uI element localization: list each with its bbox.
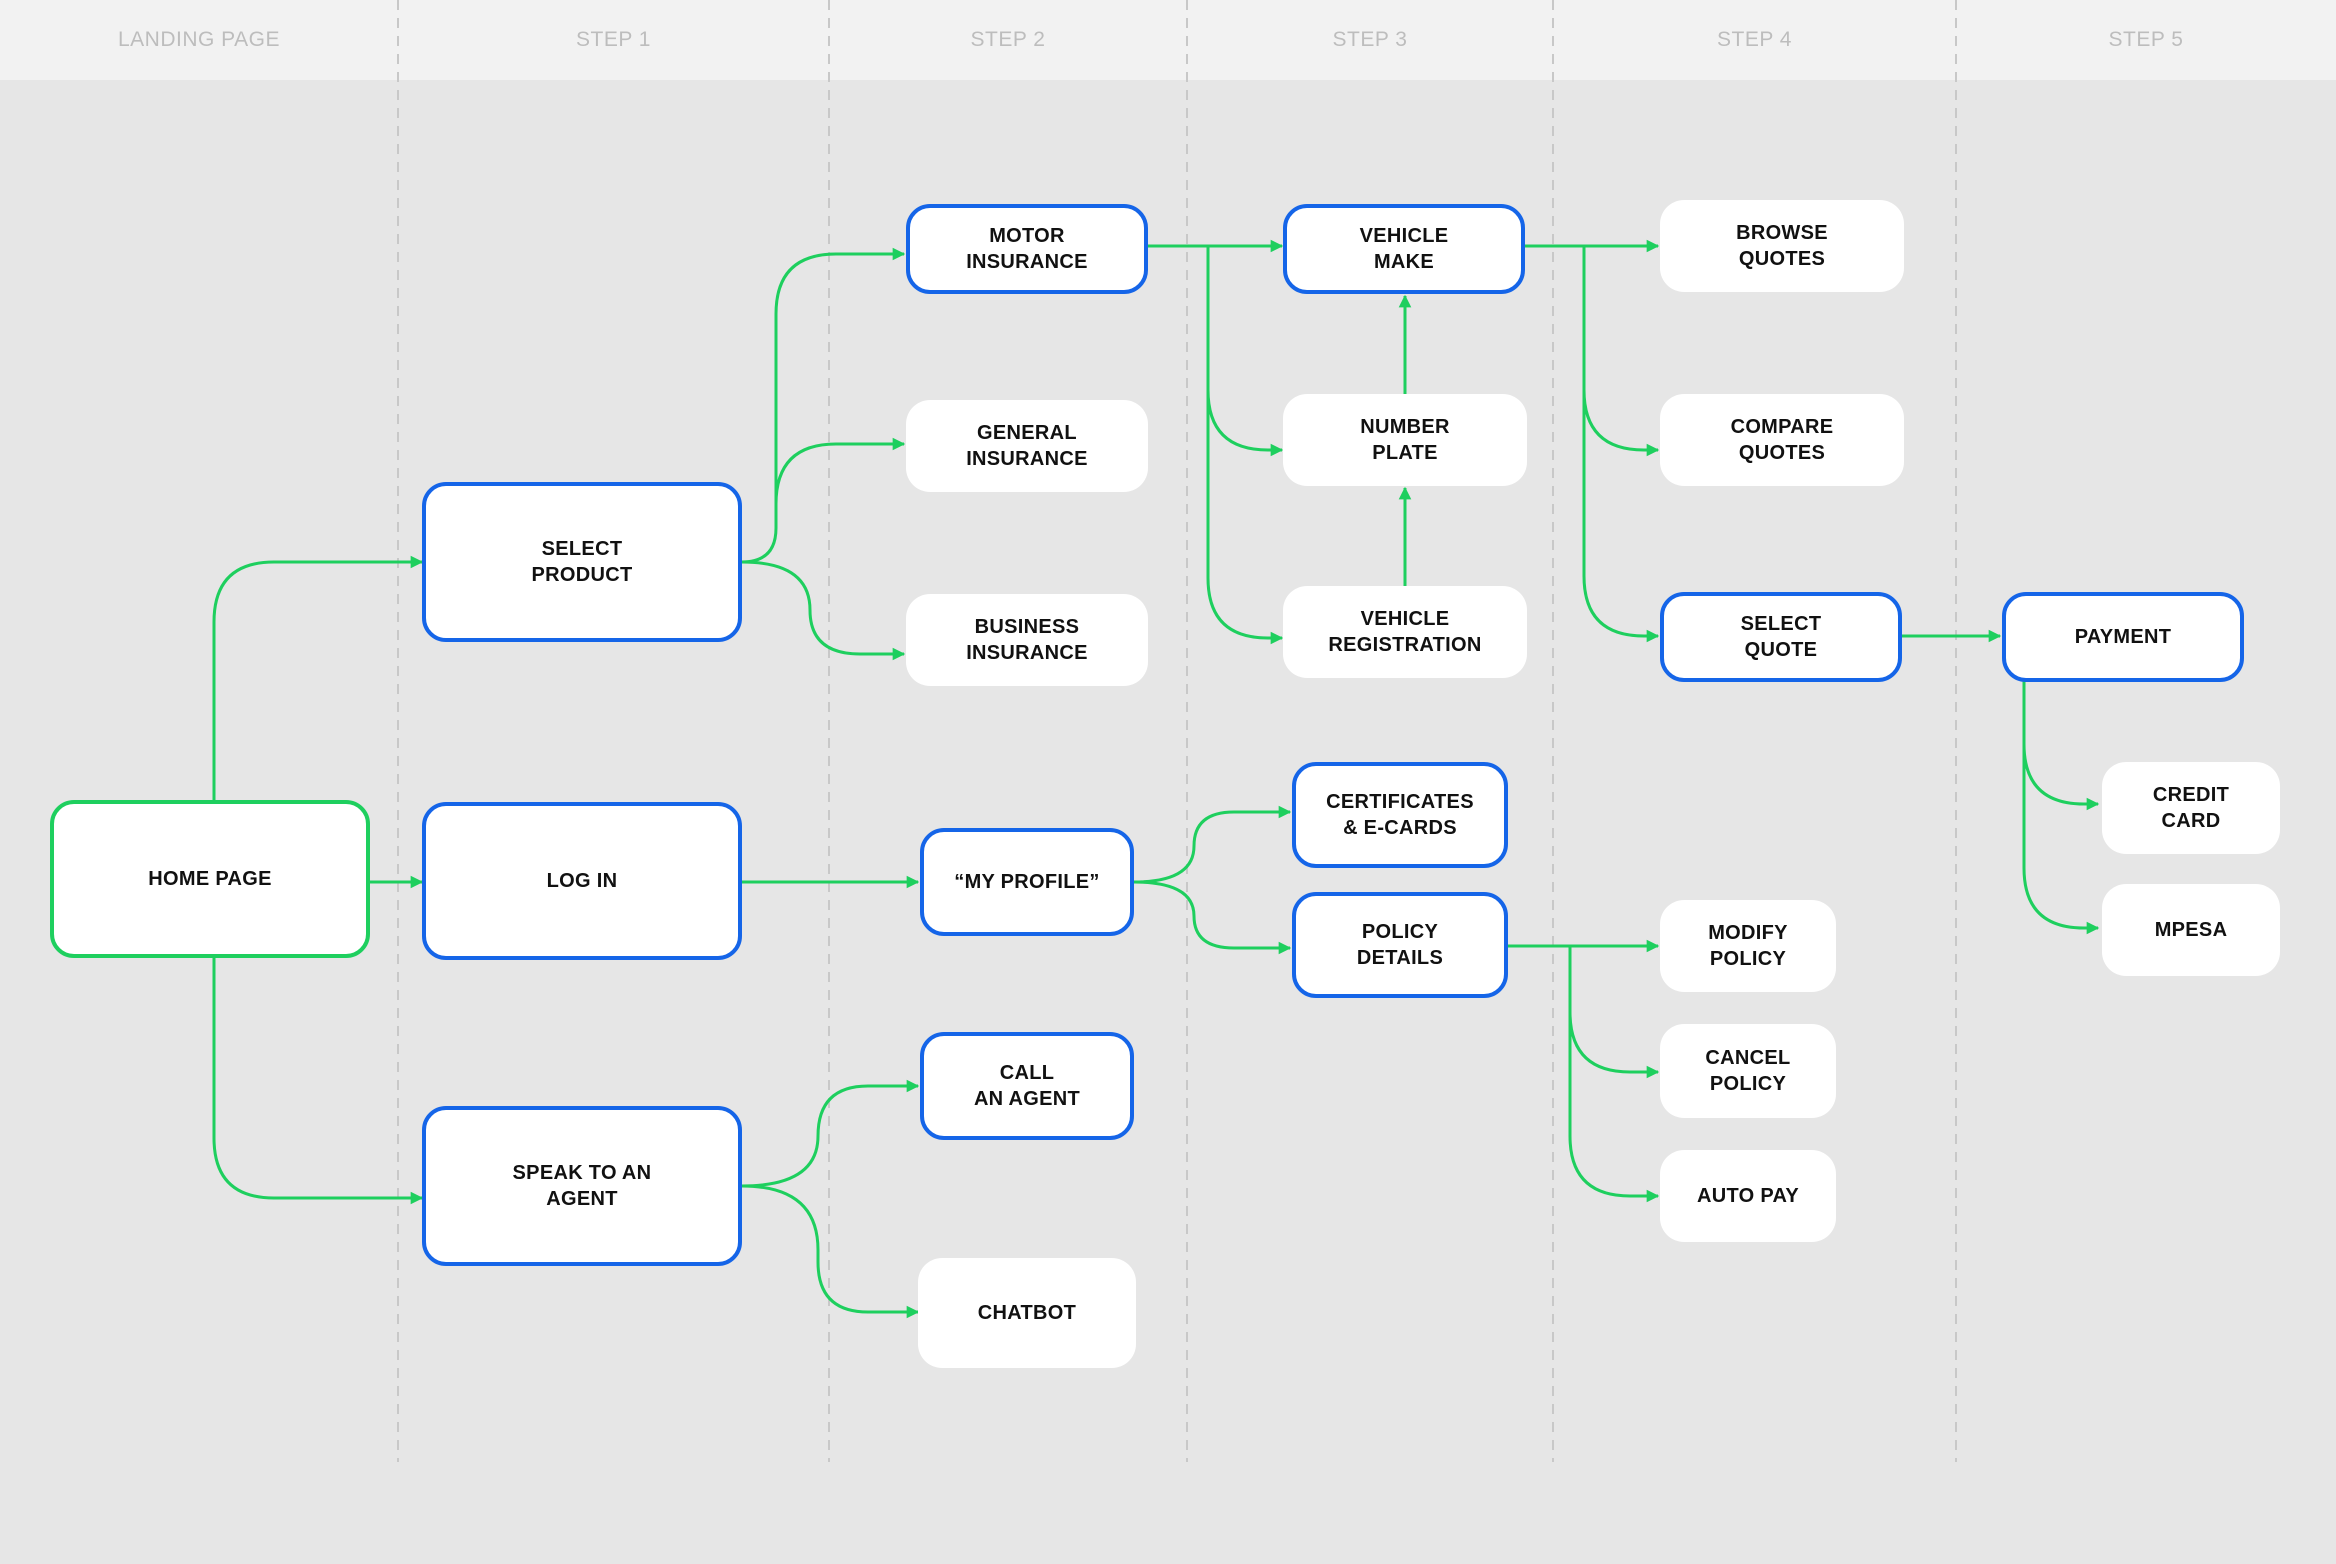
- node-compare-quotes[interactable]: COMPARE QUOTES: [1660, 394, 1904, 486]
- node-credit-card[interactable]: CREDIT CARD: [2102, 762, 2280, 854]
- node-auto-pay[interactable]: AUTO PAY: [1660, 1150, 1836, 1242]
- connector-select-product-to-motor: [741, 247, 906, 564]
- column-label-step-3: STEP 3: [1332, 28, 1408, 51]
- column-label-step-1: STEP 1: [576, 28, 651, 51]
- node-select-quote[interactable]: SELECT QUOTE: [1660, 592, 1902, 682]
- node-select-product[interactable]: SELECT PRODUCT: [422, 482, 742, 642]
- connector-agent-to-call: [741, 1079, 920, 1188]
- node-browse-quotes[interactable]: BROWSE QUOTES: [1660, 200, 1904, 292]
- connector-home-to-speak-to-agent: [212, 958, 424, 1205]
- connector-select-product-to-business: [741, 560, 906, 661]
- connector-policy-to-auto-pay: [1568, 1012, 1660, 1203]
- node-log-in[interactable]: LOG IN: [422, 802, 742, 960]
- connector-payment-to-mpesa: [2022, 744, 2100, 935]
- connector-motor-to-vehicle-registration: [1206, 390, 1284, 645]
- node-general-insurance[interactable]: GENERAL INSURANCE: [906, 400, 1148, 492]
- connector-profile-to-policy-details: [1133, 880, 1292, 955]
- column-label-step-4: STEP 4: [1717, 28, 1792, 51]
- column-label-step-5: STEP 5: [2108, 28, 2184, 51]
- column-label-step-2: STEP 2: [970, 28, 1046, 51]
- connector-motor-to-number-plate: [1206, 246, 1284, 457]
- connector-select-product-to-general: [774, 437, 906, 528]
- node-call-an-agent[interactable]: CALL AN AGENT: [920, 1032, 1134, 1140]
- node-cancel-policy[interactable]: CANCEL POLICY: [1660, 1024, 1836, 1118]
- column-dividers: [397, 0, 1957, 1462]
- connector-home-to-select-product: [212, 555, 424, 800]
- connector-policy-to-cancel: [1568, 946, 1660, 1079]
- node-certificates-e-cards[interactable]: CERTIFICATES & E-CARDS: [1292, 762, 1508, 868]
- node-number-plate[interactable]: NUMBER PLATE: [1283, 394, 1527, 486]
- node-motor-insurance[interactable]: MOTOR INSURANCE: [906, 204, 1148, 294]
- node-chatbot[interactable]: CHATBOT: [918, 1258, 1136, 1368]
- node-vehicle-make[interactable]: VEHICLE MAKE: [1283, 204, 1525, 294]
- node-mpesa[interactable]: MPESA: [2102, 884, 2280, 976]
- flow-connectors: [212, 239, 2100, 1319]
- column-header-bar: LANDING PAGE STEP 1 STEP 2 STEP 3 STEP 4…: [0, 0, 2336, 80]
- node-vehicle-registration[interactable]: VEHICLE REGISTRATION: [1283, 586, 1527, 678]
- connector-vehicle-make-to-compare: [1582, 246, 1660, 457]
- connector-agent-to-chatbot: [741, 1184, 920, 1319]
- connector-vehicle-make-to-select-quote: [1582, 390, 1660, 643]
- node-policy-details[interactable]: POLICY DETAILS: [1292, 892, 1508, 998]
- node-speak-to-agent[interactable]: SPEAK TO AN AGENT: [422, 1106, 742, 1266]
- node-home-page[interactable]: HOME PAGE: [50, 800, 370, 958]
- connector-profile-to-certificates: [1133, 805, 1292, 884]
- node-modify-policy[interactable]: MODIFY POLICY: [1660, 900, 1836, 992]
- node-payment[interactable]: PAYMENT: [2002, 592, 2244, 682]
- node-my-profile[interactable]: “MY PROFILE”: [920, 828, 1134, 936]
- column-label-landing-page: LANDING PAGE: [118, 28, 280, 51]
- node-business-insurance[interactable]: BUSINESS INSURANCE: [906, 594, 1148, 686]
- connector-payment-to-credit-card: [2022, 680, 2100, 811]
